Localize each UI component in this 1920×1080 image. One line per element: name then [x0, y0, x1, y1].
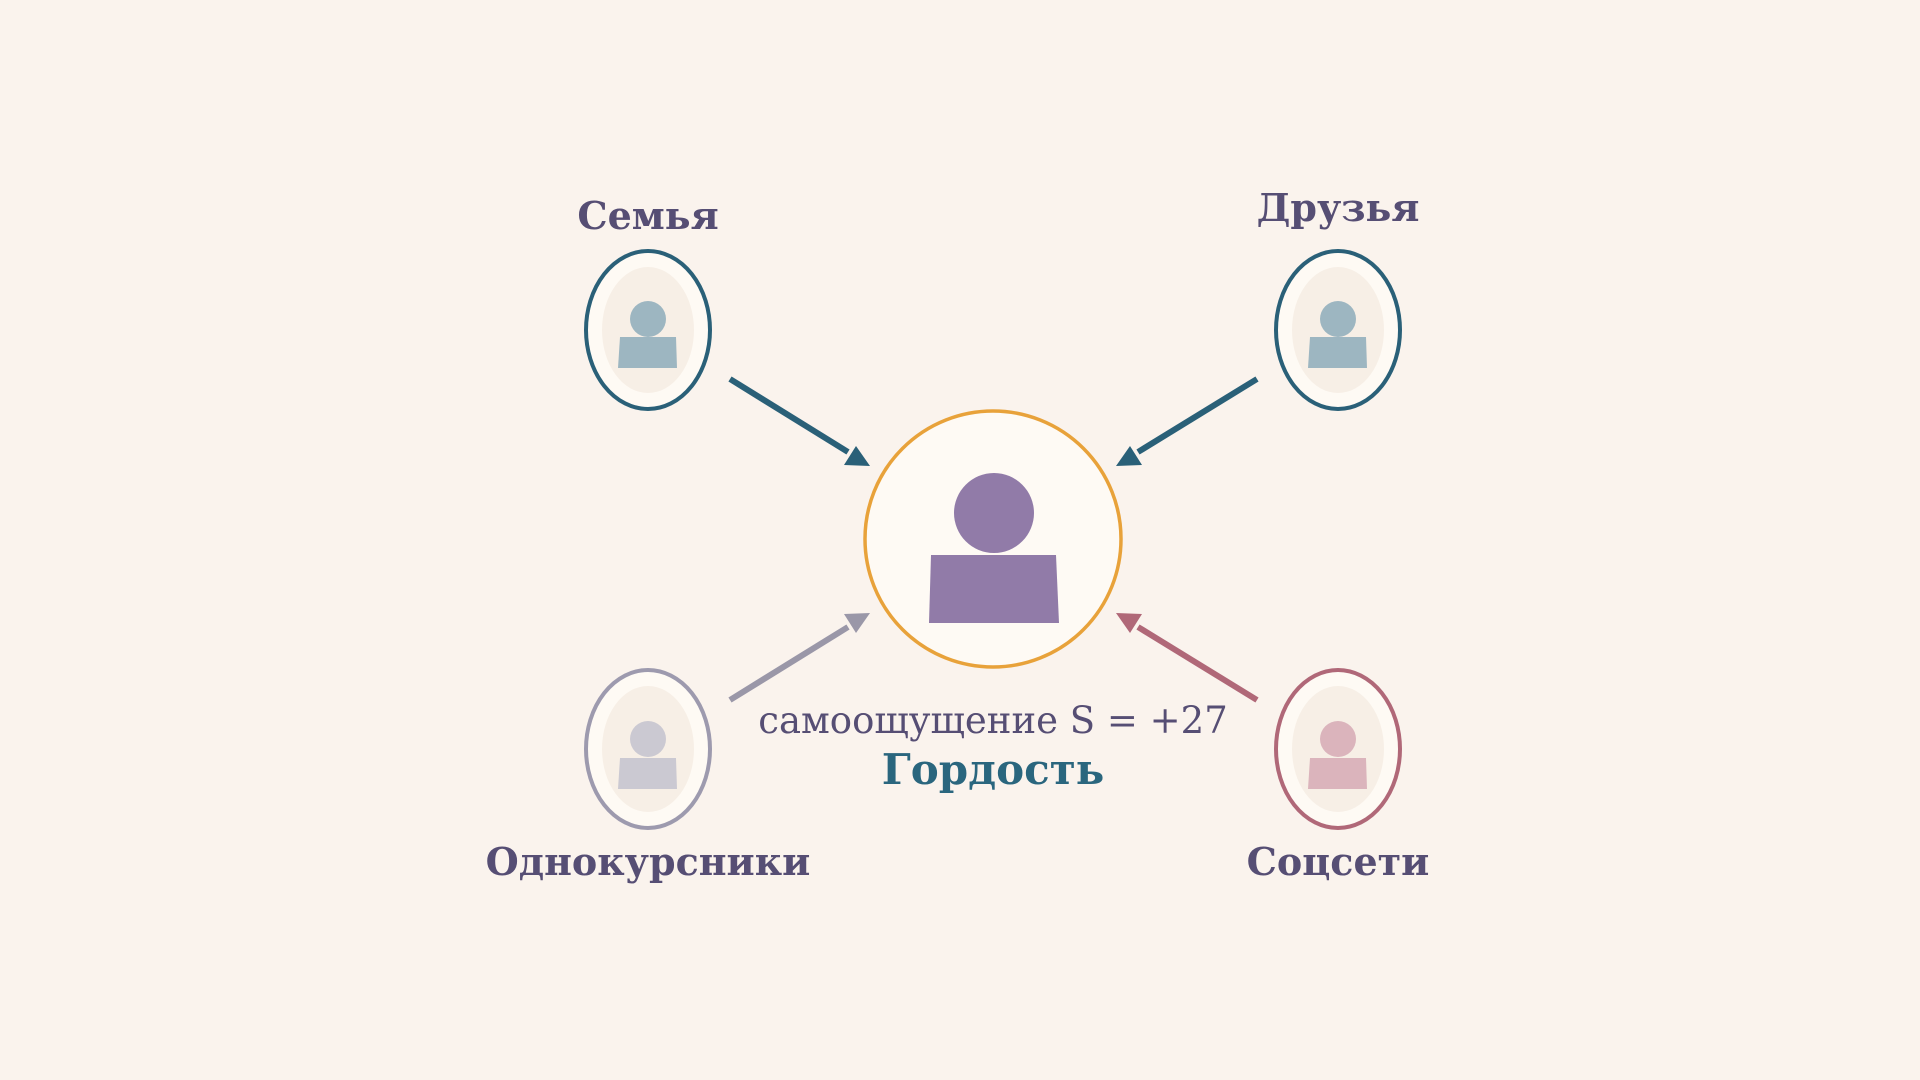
classmates-label: Однокурсники — [486, 839, 811, 884]
classmates-person-body-icon — [618, 758, 677, 789]
arrow-social-head — [1116, 613, 1142, 633]
arrow-classmates-head — [844, 613, 870, 633]
friends-person-head-icon — [1320, 301, 1356, 337]
friends-label: Друзья — [1257, 185, 1420, 230]
arrow-social — [1116, 613, 1259, 703]
center-person-body-icon — [929, 555, 1059, 623]
center-person-head-icon — [954, 473, 1034, 553]
center-node — [863, 409, 1123, 669]
arrow-classmates-line — [728, 624, 850, 703]
social-person-body-icon — [1308, 758, 1367, 789]
arrow-classmates — [728, 613, 870, 703]
emotion-label: Гордость — [882, 745, 1105, 794]
classmates-person-head-icon — [630, 721, 666, 757]
arrow-friends-line — [1136, 376, 1259, 455]
arrow-family — [728, 376, 870, 466]
arrow-friends — [1116, 376, 1259, 466]
self-feeling-value: самоощущение S = +27 — [758, 699, 1228, 742]
arrow-family-head — [844, 446, 870, 466]
friends-person-body-icon — [1308, 337, 1367, 368]
arrow-friends-head — [1116, 446, 1142, 466]
family-person-head-icon — [630, 301, 666, 337]
node-friends: Друзья — [1257, 185, 1420, 411]
social-person-head-icon — [1320, 721, 1356, 757]
arrow-social-line — [1136, 624, 1259, 703]
arrow-family-line — [728, 376, 850, 455]
arrows — [728, 376, 1259, 703]
node-family: Семья — [577, 193, 719, 411]
family-label: Семья — [577, 193, 718, 238]
family-person-body-icon — [618, 337, 677, 368]
social-label: Соцсети — [1247, 839, 1430, 884]
node-social: Соцсети — [1247, 668, 1430, 884]
node-classmates: Однокурсники — [486, 668, 811, 884]
